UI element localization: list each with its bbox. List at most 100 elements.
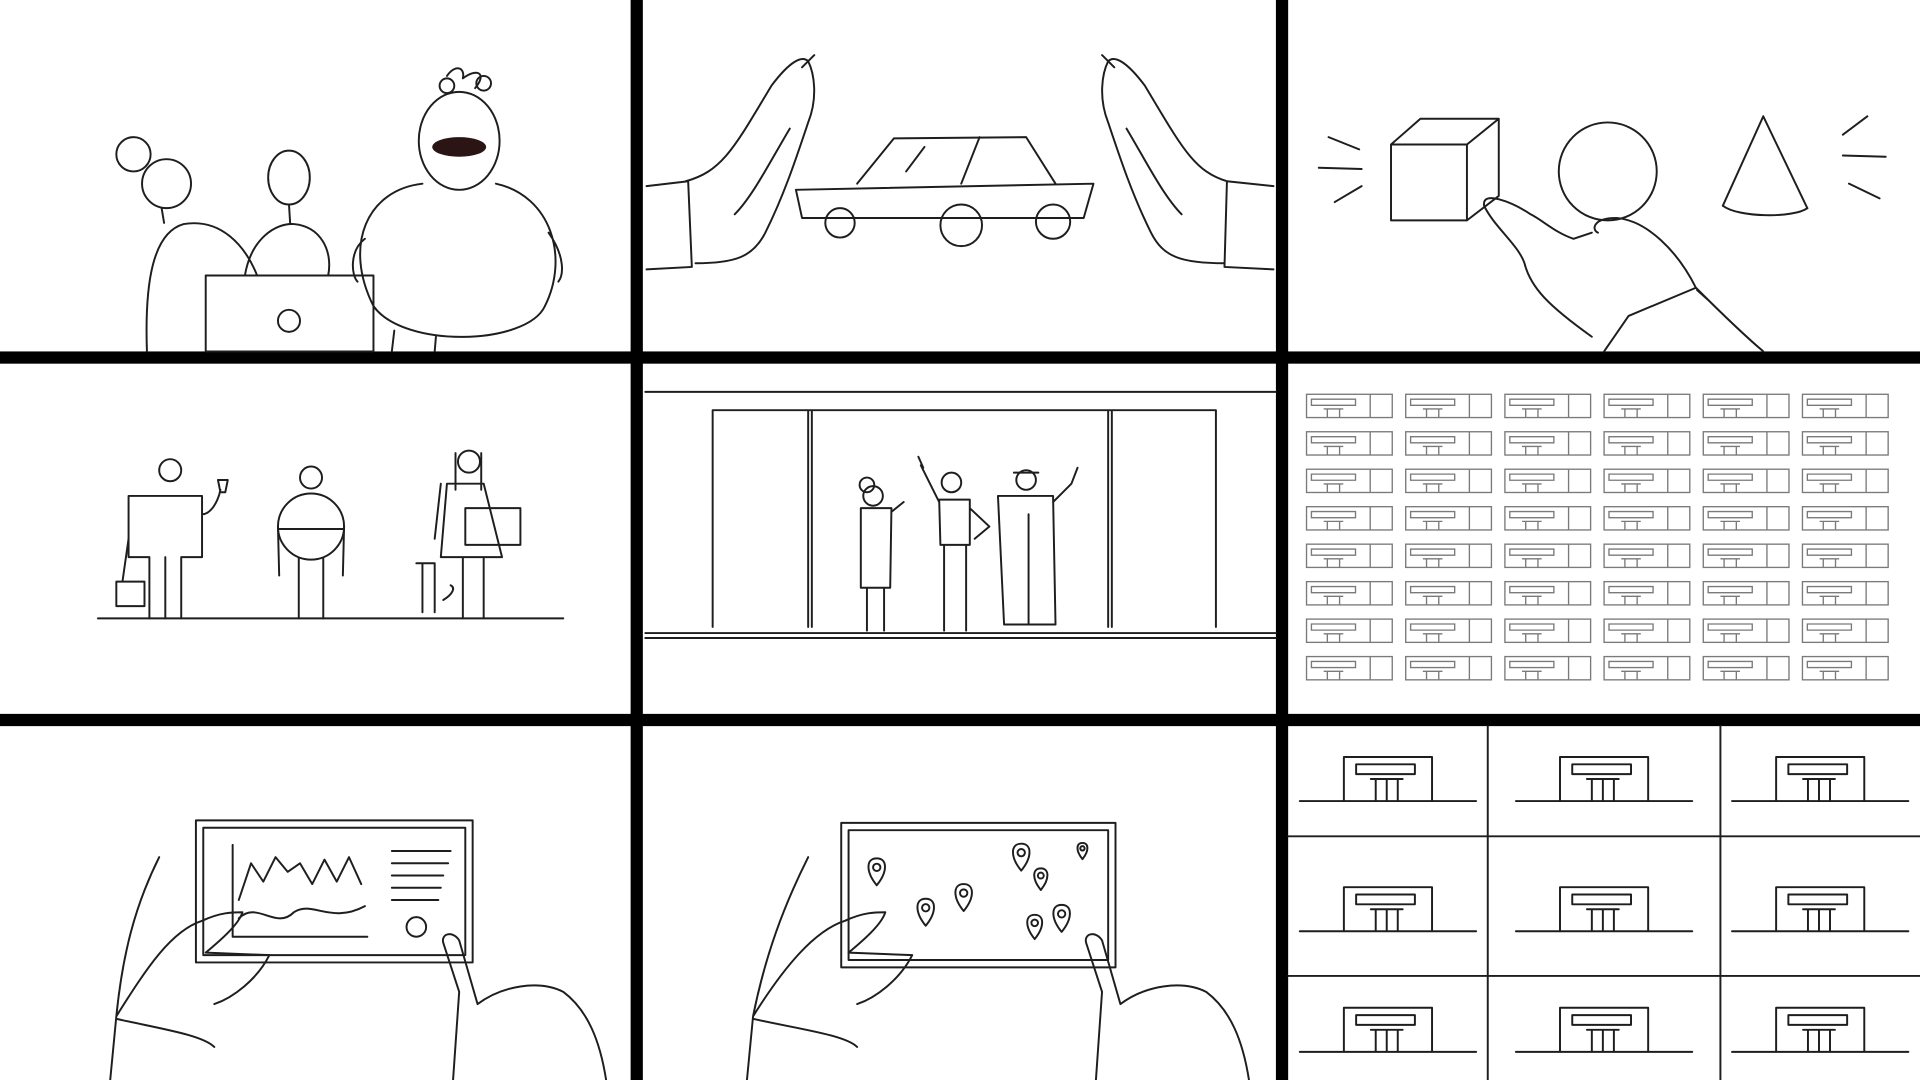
storefront-tile xyxy=(1801,655,1889,681)
right-hand xyxy=(1084,933,1250,1080)
storefront-tile xyxy=(1305,580,1393,606)
cone-shape xyxy=(1721,115,1809,217)
storefront-tile xyxy=(1504,655,1592,681)
map-pin-icon xyxy=(1076,841,1089,861)
map-pin-icon xyxy=(954,883,973,912)
mustache xyxy=(432,137,487,157)
storefront-building xyxy=(1514,886,1694,933)
storefront-tile xyxy=(1603,506,1691,531)
waving-person-left xyxy=(858,476,905,632)
panel-people-waving-in-doorway xyxy=(642,363,1277,714)
storefront-tile xyxy=(1603,655,1691,681)
grid-dividers xyxy=(1287,725,1920,1080)
storefront-tile xyxy=(1702,618,1790,644)
storefront-tile xyxy=(1405,580,1493,606)
storefront-grid xyxy=(1305,393,1889,681)
storefront-tile xyxy=(1801,618,1889,644)
panel-tablet-with-map-pins xyxy=(642,726,1276,1080)
storefront-tile xyxy=(1305,618,1393,644)
storefront-building xyxy=(1731,886,1910,933)
storefront-tile xyxy=(1305,468,1393,494)
panel-storefront-grid-9 xyxy=(1287,725,1920,1080)
storefront-tile xyxy=(1405,393,1493,419)
storefront-tile xyxy=(1504,393,1592,419)
storefront-tile xyxy=(1305,543,1393,569)
worker-round xyxy=(276,465,346,620)
storefront-tile xyxy=(1603,431,1691,456)
storefront-tile xyxy=(1405,506,1493,531)
man-character xyxy=(243,149,331,277)
storefront-tile xyxy=(1603,543,1691,569)
worker-with-dog xyxy=(415,449,522,620)
storefront-tile xyxy=(1801,580,1889,606)
storefront-tile xyxy=(1702,431,1790,456)
right-hand xyxy=(1101,54,1275,271)
tablet xyxy=(194,819,474,964)
storefront-tile xyxy=(1801,468,1889,494)
button-sketch xyxy=(405,916,428,938)
car xyxy=(794,136,1095,248)
doorway-frame xyxy=(644,390,1277,639)
storefront-tile xyxy=(1603,468,1691,494)
storefront-tile xyxy=(1702,655,1790,681)
storefront-building xyxy=(1731,756,1910,803)
storefront-tile xyxy=(1801,543,1889,569)
panel-storefront-grid-48 xyxy=(1288,363,1920,714)
storefront-building xyxy=(1298,756,1478,803)
storefront-building xyxy=(1298,1006,1478,1053)
storefront-tile xyxy=(1702,580,1790,606)
storefront-grid xyxy=(1298,756,1910,1053)
cube-shape xyxy=(1390,117,1500,222)
waving-person-middle xyxy=(917,455,991,632)
map-pin-icon xyxy=(1052,903,1071,933)
storefront-tile xyxy=(1405,431,1493,456)
panel-hand-choosing-shapes xyxy=(1288,0,1920,353)
storefront-tile xyxy=(1305,393,1393,419)
storefront-tile xyxy=(1702,393,1790,419)
storefront-tile xyxy=(1801,431,1889,456)
storefront-tile xyxy=(1702,468,1790,494)
right-hand xyxy=(442,933,608,1080)
storefront-tile xyxy=(1702,506,1790,531)
sphere-shape xyxy=(1557,121,1658,222)
map-pin-icon xyxy=(1033,867,1049,891)
map-pin-icon xyxy=(1011,842,1031,872)
panel-tablet-with-chart xyxy=(0,726,631,1080)
text-lines-sketch xyxy=(390,850,452,901)
storefront-tile xyxy=(1305,431,1393,456)
laptop xyxy=(204,274,375,353)
map-pin-icon xyxy=(1026,913,1044,941)
storefront-tile xyxy=(1504,431,1592,456)
panel-hands-framing-car xyxy=(642,0,1276,352)
storefront-tile xyxy=(1702,543,1790,569)
storefront-tile xyxy=(1603,580,1691,606)
storefront-tile xyxy=(1305,655,1393,681)
tablet xyxy=(840,821,1117,969)
storefront-building xyxy=(1514,1006,1694,1053)
storefront-tile xyxy=(1801,506,1889,531)
map-pins xyxy=(867,841,1089,941)
panel-team-at-laptop xyxy=(0,0,631,353)
storefront-building xyxy=(1514,756,1694,803)
storefront-tile xyxy=(1405,468,1493,494)
woman-character xyxy=(115,136,259,353)
storefront-building xyxy=(1731,1006,1910,1053)
panel-three-workers-standing xyxy=(0,363,631,714)
storefront-tile xyxy=(1504,618,1592,644)
storefront-tile xyxy=(1504,506,1592,531)
left-hand xyxy=(645,54,816,271)
storefront-tile xyxy=(1603,393,1691,419)
storefront-tile xyxy=(1504,580,1592,606)
storefront-tile xyxy=(1305,506,1393,531)
map-pin-icon xyxy=(867,857,886,887)
left-hand xyxy=(109,856,271,1080)
worker-with-drink xyxy=(115,458,229,620)
storefront-tile xyxy=(1801,393,1889,419)
storefront-tile xyxy=(1405,655,1493,681)
pointing-hand xyxy=(1483,197,1765,353)
storefront-tile xyxy=(1504,543,1592,569)
waving-person-right xyxy=(996,466,1079,626)
storefront-tile xyxy=(1603,618,1691,644)
storefront-building xyxy=(1298,886,1478,933)
emphasis-strokes xyxy=(1317,115,1887,204)
